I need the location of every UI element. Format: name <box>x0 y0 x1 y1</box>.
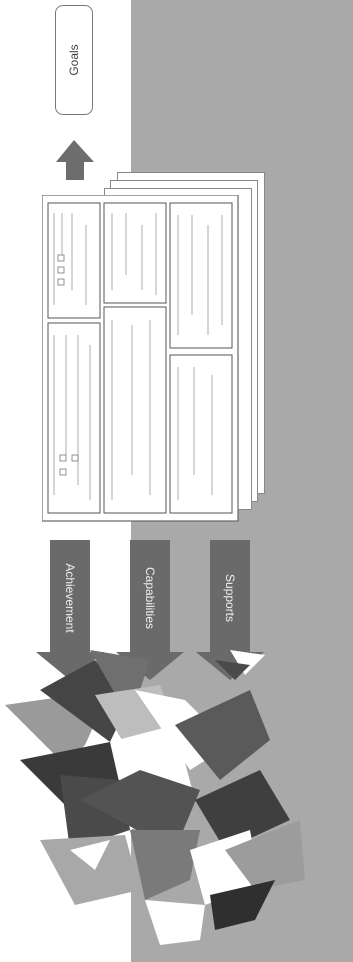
fractured-shards <box>0 0 353 962</box>
